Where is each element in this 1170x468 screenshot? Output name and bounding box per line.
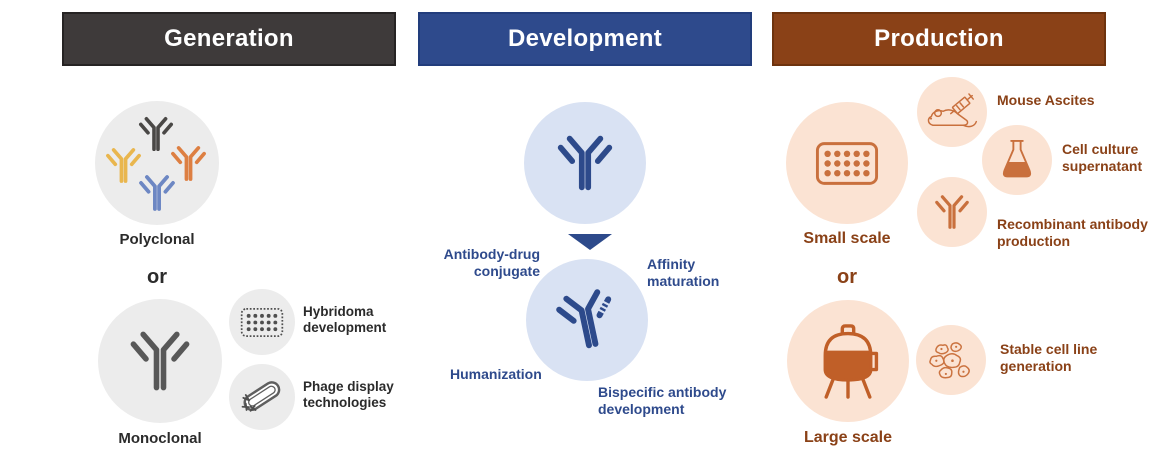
antibody-icon (932, 192, 972, 232)
microplate-icon (815, 141, 879, 186)
generation-title: Generation (164, 25, 294, 52)
small-scale-circle (786, 102, 908, 224)
hybridoma-label: Hybridoma development (303, 304, 387, 335)
monoclonal-label: Monoclonal (118, 430, 202, 447)
mouse-ascites-label: Mouse Ascites (997, 92, 1095, 108)
mouse-syringe-icon (924, 87, 980, 137)
antibody-icon (136, 114, 176, 154)
cells-icon (926, 338, 976, 382)
hybridoma-circle (229, 289, 295, 355)
microplate-icon (240, 307, 284, 338)
phage-label: Phage display technologies (303, 379, 394, 410)
bioreactor-icon (812, 322, 884, 400)
arrow-down-icon (568, 234, 612, 250)
production-header: Production (772, 12, 1106, 66)
adc-label: Antibody-drug conjugate (443, 246, 540, 279)
flask-icon (998, 138, 1036, 183)
development-antibody-circle (524, 102, 646, 224)
development-title: Development (507, 25, 662, 52)
large-scale-label: Large scale (803, 429, 893, 446)
antibody-icon (168, 143, 209, 184)
engineered-antibody-circle (526, 259, 648, 381)
cell-culture-label: Cell culture supernatant (1062, 141, 1143, 174)
stable-cell-circle (916, 325, 986, 395)
phage-icon (236, 371, 288, 423)
antibody-icon (103, 145, 144, 186)
antibody-icon (136, 172, 178, 214)
antibody-icon (125, 326, 195, 396)
polyclonal-label: Polyclonal (119, 231, 195, 248)
cell-culture-circle (982, 125, 1052, 195)
antibody-drug-conjugate-icon (548, 281, 626, 359)
polyclonal-circle (95, 101, 219, 225)
large-scale-circle (787, 300, 909, 422)
mouse-ascites-circle (917, 77, 987, 147)
recombinant-circle (917, 177, 987, 247)
small-scale-label: Small scale (803, 230, 891, 247)
development-header: Development (418, 12, 752, 66)
antibody-icon (553, 131, 617, 195)
production-or-label: or (837, 266, 857, 288)
bispecific-label: Bispecific antibody development (598, 384, 727, 417)
monoclonal-circle (98, 299, 222, 423)
stable-cell-label: Stable cell line generation (1000, 341, 1098, 374)
production-title: Production (874, 25, 1004, 52)
generation-or-label: or (147, 266, 167, 288)
phage-circle (229, 364, 295, 430)
recombinant-label: Recombinant antibody production (997, 216, 1148, 249)
humanization-label: Humanization (450, 366, 542, 382)
generation-header: Generation (62, 12, 396, 66)
affinity-label: Affinity maturation (647, 256, 720, 289)
